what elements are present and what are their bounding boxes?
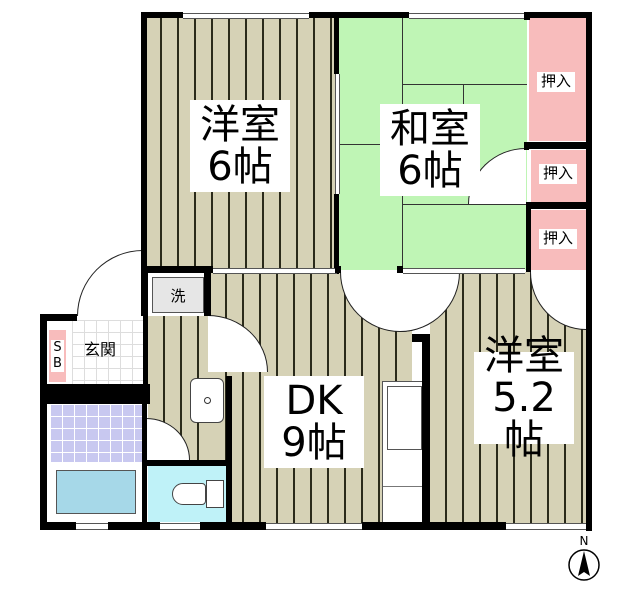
- tatami-seam: [402, 204, 527, 205]
- wall: [524, 12, 530, 20]
- wall: [108, 522, 160, 530]
- wall: [143, 316, 148, 386]
- shoe-box-label-s: S: [51, 340, 64, 356]
- wall: [200, 522, 266, 530]
- wall: [142, 460, 228, 466]
- wall: [526, 202, 592, 209]
- closet-3-label: 押入: [539, 229, 578, 249]
- wall: [397, 266, 403, 273]
- wall: [526, 202, 531, 272]
- room-type: 洋室: [484, 333, 564, 379]
- wall: [362, 522, 506, 530]
- room-size: 5.2帖: [492, 375, 556, 463]
- wall: [40, 314, 77, 321]
- shoe-box-label-b: B: [51, 356, 64, 372]
- room-size: 6帖: [397, 148, 463, 194]
- wall: [412, 334, 430, 342]
- entrance-door-swing: [77, 250, 143, 316]
- window[interactable]: [183, 13, 309, 19]
- wall: [40, 314, 47, 530]
- room-western-nw-label: 洋室 6帖: [190, 100, 290, 192]
- wall: [524, 142, 592, 149]
- wall: [204, 266, 211, 316]
- room-japanese-label: 和室 6帖: [380, 104, 480, 196]
- closet-2-label: 押入: [539, 164, 578, 184]
- sliding-door[interactable]: [403, 268, 525, 274]
- wall: [141, 266, 148, 316]
- entrance-floor: [72, 320, 148, 386]
- window[interactable]: [506, 523, 586, 530]
- washer-area: 洗: [152, 277, 204, 313]
- washer-label: 洗: [170, 286, 186, 305]
- room-size: 6帖: [207, 144, 273, 190]
- wall: [334, 194, 339, 274]
- closet-1-label: 押入: [537, 72, 576, 92]
- window[interactable]: [76, 523, 108, 530]
- wall: [524, 12, 592, 18]
- bath-washing-area: [50, 404, 142, 462]
- wall: [141, 12, 183, 18]
- drain-icon: [203, 397, 211, 404]
- window[interactable]: [409, 13, 524, 19]
- tatami-seam: [402, 84, 527, 85]
- toilet-tank: [206, 480, 224, 508]
- wall: [141, 12, 147, 274]
- toilet-bowl: [172, 483, 206, 505]
- room-western-se-label: 洋室 5.2帖: [474, 335, 574, 461]
- window[interactable]: [160, 523, 200, 530]
- wall: [335, 266, 341, 273]
- entrance-label: 玄関: [84, 340, 117, 359]
- compass-north-label: N: [579, 534, 589, 548]
- bathtub-basin: [56, 470, 136, 514]
- bathtub: [50, 464, 142, 520]
- wall: [524, 142, 529, 150]
- window[interactable]: [266, 523, 362, 530]
- washbasin: [190, 378, 224, 423]
- wall: [309, 12, 409, 18]
- kitchen-sink: [387, 386, 422, 450]
- wall: [141, 266, 213, 273]
- compass: N: [566, 534, 602, 588]
- tatami-seam: [337, 144, 402, 145]
- kitchen-divider: [383, 486, 425, 487]
- shoe-box: S B: [49, 330, 66, 382]
- room-size: 9帖: [281, 420, 347, 466]
- wall: [334, 12, 339, 74]
- room-type: 洋室: [200, 102, 280, 148]
- north-arrow-icon: [568, 549, 600, 581]
- wall: [226, 376, 232, 526]
- room-type: 和室: [390, 106, 470, 152]
- wall: [586, 12, 592, 531]
- room-dining-kitchen-label: DK 9帖: [264, 376, 364, 468]
- sliding-door[interactable]: [335, 74, 340, 194]
- sliding-door[interactable]: [213, 268, 337, 274]
- wall: [40, 522, 76, 530]
- room-type: DK: [285, 378, 343, 424]
- wall: [40, 384, 150, 404]
- wall: [422, 334, 430, 526]
